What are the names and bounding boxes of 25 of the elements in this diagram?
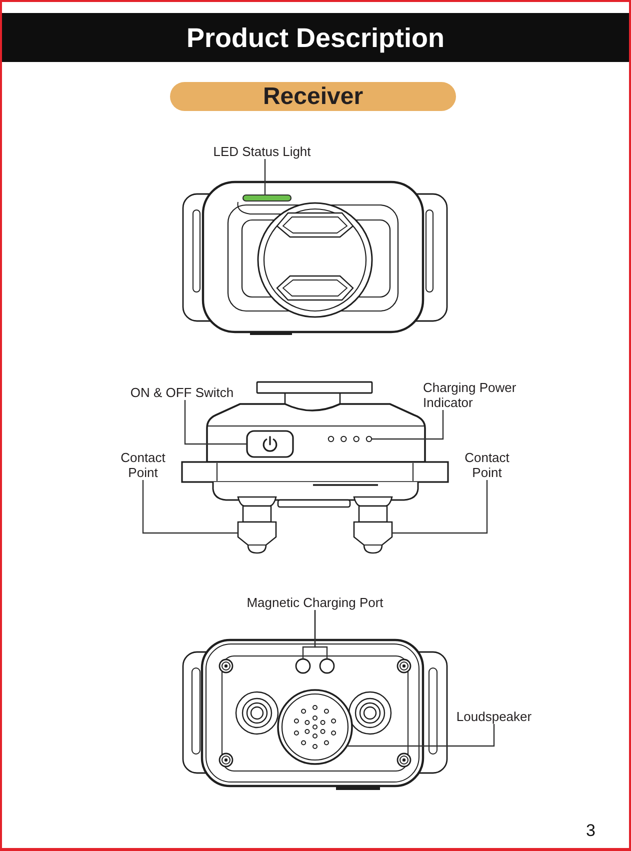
callout-label: LED Status Light bbox=[213, 144, 311, 159]
charging-pin bbox=[319, 658, 335, 674]
callout-label: ON & OFF Switch bbox=[130, 385, 234, 400]
page-number: 3 bbox=[586, 821, 596, 841]
callout-label: Charging Power Indicator bbox=[423, 380, 529, 410]
leader-line bbox=[346, 724, 495, 747]
contact-prong-drawing bbox=[353, 496, 393, 554]
led-light bbox=[242, 194, 292, 202]
callout-label: Contact Point bbox=[464, 450, 510, 480]
page-title: Product Description bbox=[186, 22, 445, 54]
power-button bbox=[246, 430, 294, 458]
callout-label: Loudspeaker bbox=[456, 709, 532, 724]
charging-indicator bbox=[328, 436, 372, 442]
section-header: Receiver bbox=[170, 82, 456, 111]
callout-label: Magnetic Charging Port bbox=[246, 595, 384, 610]
leader-line bbox=[314, 610, 328, 659]
leader-line bbox=[372, 410, 444, 440]
leader-line bbox=[392, 480, 488, 534]
leader-line bbox=[264, 159, 266, 195]
loudspeaker-grille bbox=[277, 689, 353, 765]
callout-label: Contact Point bbox=[120, 450, 166, 480]
leader-line bbox=[184, 400, 247, 445]
charging-pin bbox=[295, 658, 311, 674]
contact-prong-drawing bbox=[237, 496, 277, 554]
leader-line bbox=[142, 480, 238, 534]
